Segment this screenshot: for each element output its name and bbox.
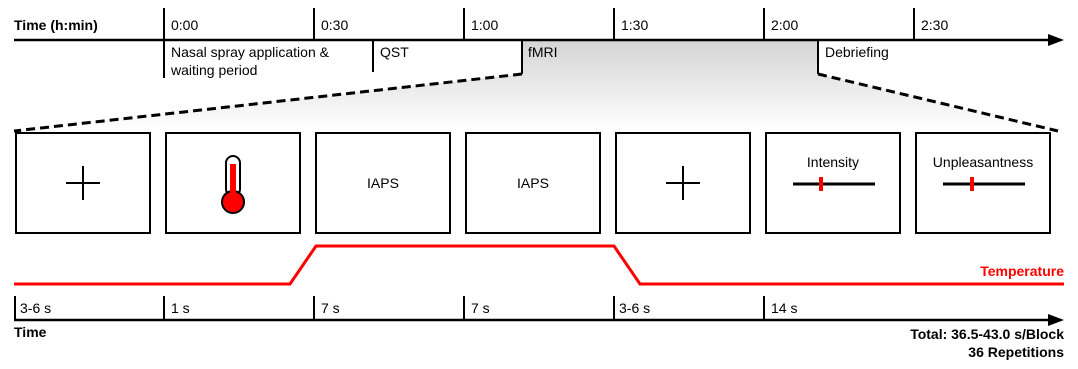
tick-label: 1:30: [621, 17, 648, 33]
screen-iaps-1: [315, 132, 451, 234]
tick-label: 2:00: [771, 17, 798, 33]
temperature-profile-line: [14, 244, 1064, 286]
bottom-time-ticks: [14, 296, 765, 320]
total-duration-label: Total: 36.5-43.0 s/Block: [910, 326, 1064, 342]
phase-label-fmri: fMRI: [528, 44, 558, 60]
zoom-line-left: [13, 72, 523, 133]
rating-scale: [793, 177, 875, 191]
fixation-cross-icon: [66, 166, 100, 200]
screen-iaps-2: [465, 132, 601, 234]
tick-label: 2:30: [921, 17, 948, 33]
phase-label-nasal-spray: Nasal spray application &: [171, 44, 330, 60]
tick-label: 1:00: [471, 17, 498, 33]
unpleasantness-label: Unpleasantness: [933, 154, 1033, 170]
fixation-cross-icon: [666, 166, 700, 200]
duration-label: 14 s: [771, 300, 797, 316]
bottom-time-label: Time: [14, 324, 47, 340]
duration-label: 3-6 s: [619, 300, 650, 316]
duration-label: 1 s: [171, 300, 190, 316]
rating-scale: [943, 177, 1025, 191]
phase-label-waiting: waiting period: [170, 62, 257, 78]
iaps-label: IAPS: [517, 175, 549, 191]
duration-label: 7 s: [471, 300, 490, 316]
duration-label: 3-6 s: [20, 300, 51, 316]
zoom-shading: [14, 40, 1058, 130]
top-time-ticks: [163, 8, 915, 40]
repetitions-label: 36 Repetitions: [968, 344, 1064, 360]
intensity-label: Intensity: [807, 154, 859, 170]
time-axis-label: Time (h:min): [14, 17, 98, 33]
duration-label: 7 s: [321, 300, 340, 316]
bottom-axis-arrowhead: [1048, 314, 1064, 326]
tick-label: 0:30: [321, 17, 348, 33]
temperature-label: Temperature: [980, 263, 1064, 279]
phase-label-qst: QST: [380, 44, 409, 60]
tick-label: 0:00: [171, 17, 198, 33]
iaps-label: IAPS: [367, 175, 399, 191]
phase-markers: [163, 40, 819, 78]
thermometer-icon: [221, 155, 245, 214]
phase-label-debriefing: Debriefing: [825, 44, 889, 60]
top-axis-arrowhead: [1048, 34, 1064, 46]
